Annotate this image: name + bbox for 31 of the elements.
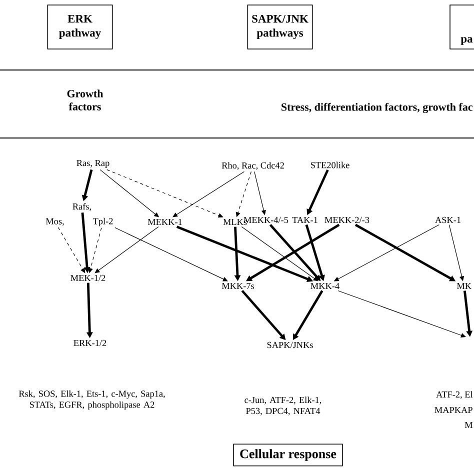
protein-label: SAPK/JNKs [267,342,313,348]
header-box: pa [450,4,474,50]
stimulus-text: Growth factors [67,90,104,110]
arrow [241,226,318,282]
protein-label: MEKK-1 [148,218,182,226]
substrate-list: Rsk, SOS, Elk-1, Ets-1, c-Myc, Sap1a, STATs, EGFR, phospholipase A2 [18,390,165,410]
arrow [338,290,466,338]
protein-label: Rho, Rac, Cdc42 [222,162,284,170]
protein-label: MEKK-2/-3 [324,216,370,224]
arrow [114,227,228,282]
arrow [94,226,159,274]
substrate-list: M [464,422,473,428]
substrate-list: c-Jun, ATF-2, Elk-1, P53, DPC4, NFAT4 [244,396,322,416]
protein-label: MKK-7s [222,282,254,290]
protein-label: Ras, Rap [76,160,110,168]
protein-label: MK [456,283,472,290]
substrate-list: ATF-2, El [436,391,473,399]
header-box: ERK pathway [47,4,113,50]
protein-label: STE20like [310,162,350,168]
protein-label: TAK-1 [292,216,318,224]
protein-label: Mos, [46,218,64,226]
protein-label: MEK-1/2 [70,274,106,282]
protein-label: ERK-1/2 [74,340,106,346]
stimulus-text: Stress, differentiation factors, growth fac [282,102,473,114]
response-box: Cellular response [233,444,343,466]
protein-label: Tpl-2 [92,218,113,226]
protein-label: ASK-1 [435,216,460,224]
header-box: SAPK/JNK pathways [247,4,313,50]
substrate-list: MAPKAP [434,406,472,414]
protein-label: MKK-4 [310,282,340,290]
protein-label: Rafs, [72,203,91,211]
